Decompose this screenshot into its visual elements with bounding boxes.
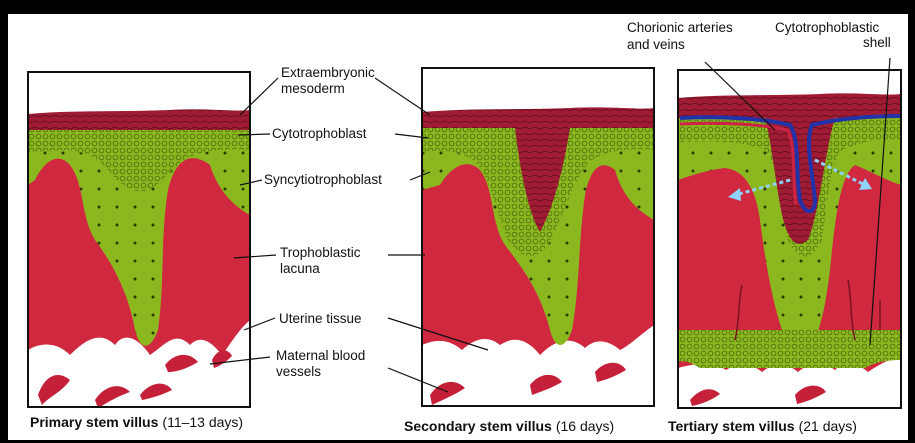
label-extraembryonic-2: mesoderm — [281, 81, 345, 96]
caption-tertiary: Tertiary stem villus(21 days) — [668, 418, 857, 434]
label-shell-1: Cytotrophoblastic — [775, 20, 880, 35]
caption-secondary: Secondary stem villus(16 days) — [404, 418, 614, 434]
label-extraembryonic-1: Extraembryonic — [281, 65, 375, 80]
caption-secondary-days: (16 days) — [556, 418, 614, 434]
cytotrophoblastic-shell — [678, 330, 901, 368]
label-syncytiotrophoblast: Syncytiotrophoblast — [264, 172, 382, 187]
label-cytotrophoblast: Cytotrophoblast — [272, 126, 367, 141]
label-chorionic-2: and veins — [627, 37, 685, 52]
caption-primary: Primary stem villus(11–13 days) — [30, 414, 243, 430]
label-maternal-1: Maternal blood — [276, 348, 365, 363]
panel-primary — [28, 72, 250, 408]
label-chorionic-1: Chorionic arteries — [627, 20, 733, 35]
caption-tertiary-days: (21 days) — [799, 418, 857, 434]
extraembryonic-mesoderm-primary — [28, 109, 250, 130]
caption-tertiary-title: Tertiary stem villus — [668, 418, 795, 434]
label-maternal-2: vessels — [276, 364, 321, 379]
label-lacuna-1: Trophoblastic — [280, 245, 361, 260]
label-lacuna-2: lacuna — [280, 261, 320, 276]
caption-primary-title: Primary stem villus — [30, 414, 159, 430]
caption-secondary-title: Secondary stem villus — [404, 418, 552, 434]
caption-primary-days: (11–13 days) — [162, 414, 243, 430]
panel-secondary — [422, 68, 654, 406]
label-shell-2: shell — [863, 35, 891, 50]
panel-tertiary — [678, 70, 901, 408]
label-uterine: Uterine tissue — [279, 311, 362, 326]
